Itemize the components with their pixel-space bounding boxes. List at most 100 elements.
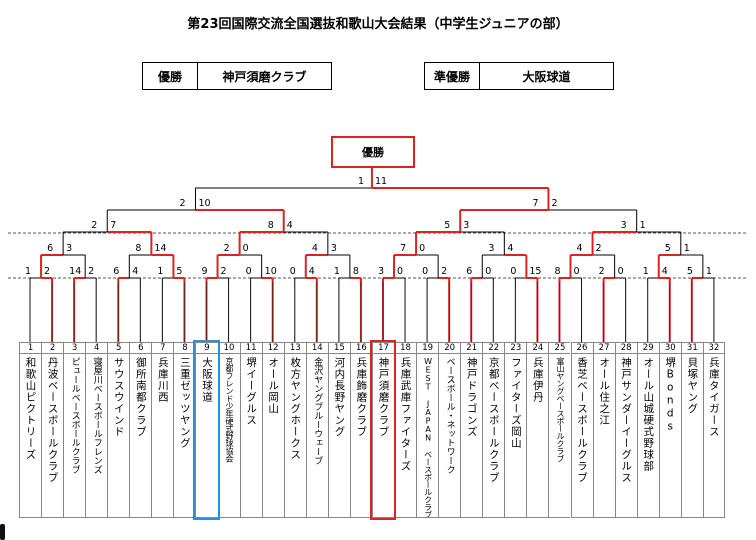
team-name: 貝塚ヤング — [686, 357, 699, 415]
team-name: 神戸ドラゴンズ — [465, 357, 478, 438]
score-right: 2 — [551, 198, 558, 209]
score-left: 6 — [47, 243, 54, 254]
team-number: 27 — [593, 343, 615, 354]
team-number: 31 — [681, 343, 703, 354]
team-name: 神戸須磨クラブ — [377, 357, 390, 438]
champion-box: 優勝 — [331, 136, 415, 168]
score-left: 2 — [223, 243, 230, 254]
team-cell: 12 オール岡山 — [261, 342, 284, 518]
score-left: 3 — [488, 243, 495, 254]
team-cell: 10 京都フレンド少年硬式野球協会 — [217, 342, 240, 518]
score-left: 9 — [201, 266, 208, 277]
team-name: ファイターズ岡山 — [509, 357, 522, 449]
page-title: 第23回国際交流全国選抜和歌山大会結果（中学生ジュニアの部） — [187, 17, 569, 32]
team-name: 香芝ベースボールクラブ — [576, 357, 589, 484]
team-number: 14 — [306, 343, 328, 354]
team-number: 22 — [483, 343, 505, 354]
score-left: 5 — [664, 243, 671, 254]
team-number: 12 — [262, 343, 284, 354]
team-number: 3 — [64, 343, 86, 354]
score-right: 15 — [529, 266, 542, 277]
team-name: 金沢ヤングブルーウェーブ — [312, 357, 323, 465]
team-number: 18 — [395, 343, 417, 354]
team-number: 25 — [549, 343, 571, 354]
score-right: 1 — [683, 243, 690, 254]
team-name: 御所南都クラブ — [134, 357, 147, 438]
team-number: 2 — [42, 343, 64, 354]
score-left: 7 — [400, 243, 407, 254]
team-name: オール住之江 — [598, 357, 611, 426]
team-number: 23 — [505, 343, 527, 354]
runner-up-label: 準優勝 — [425, 63, 480, 89]
score-left: 0 — [289, 266, 296, 277]
team-number: 19 — [417, 343, 439, 354]
score-right: 0 — [617, 266, 624, 277]
score-right: 1 — [639, 220, 646, 231]
scan-mark — [0, 524, 5, 540]
team-name: ベースボール・ネットワーク — [444, 357, 455, 474]
team-cell: 14 金沢ヤングブルーウェーブ — [305, 342, 328, 518]
team-cell: 9 大阪球道 — [193, 340, 220, 520]
team-name: オール山城硬式野球部 — [642, 357, 655, 472]
score-right: 11 — [374, 176, 388, 187]
score-left: 0 — [245, 266, 252, 277]
team-name: 大阪球道 — [200, 357, 213, 403]
team-number: 1 — [20, 343, 42, 354]
score-right: 3 — [463, 220, 470, 231]
team-name: サウスウインド — [112, 357, 125, 438]
score-right: 5 — [176, 266, 183, 277]
score-left: 8 — [135, 243, 142, 254]
score-left: 3 — [378, 266, 385, 277]
team-number: 6 — [130, 343, 152, 354]
team-name: 寝屋川ベースボールフレンズ — [91, 357, 102, 474]
score-right: 3 — [330, 243, 337, 254]
team-name: 兵庫川西 — [156, 357, 169, 403]
team-cell: 4 寝屋川ベースボールフレンズ — [85, 342, 108, 518]
winner-label: 優勝 — [143, 63, 198, 89]
score-right: 2 — [441, 266, 448, 277]
team-name: オール岡山 — [267, 357, 280, 415]
team-number: 10 — [218, 343, 240, 354]
score-right: 1 — [705, 266, 712, 277]
score-right: 4 — [661, 266, 668, 277]
team-cell: 27 オール住之江 — [592, 342, 615, 518]
score-right: 4 — [132, 266, 139, 277]
team-number: 4 — [86, 343, 108, 354]
score-left: 1 — [357, 176, 364, 187]
score-left: 8 — [267, 220, 274, 231]
team-name: 枚方ヤングホークス — [289, 357, 302, 461]
team-number: 8 — [174, 343, 196, 354]
team-name: 京都フレンド少年硬式野球協会 — [225, 357, 235, 462]
score-left: 0 — [422, 266, 429, 277]
score-left: 7 — [532, 198, 539, 209]
team-name: 兵庫飾磨クラブ — [355, 357, 368, 438]
score-left: 6 — [113, 266, 120, 277]
team-name: 富山ヤングベースボールクラブ — [555, 357, 565, 462]
team-name: 兵庫伊丹 — [531, 357, 544, 403]
team-number: 9 — [196, 343, 218, 354]
score-left: 2 — [179, 198, 186, 209]
score-left: 1 — [25, 266, 32, 277]
score-right: 0 — [419, 243, 426, 254]
score-right: 7 — [110, 220, 117, 231]
score-right: 4 — [507, 243, 514, 254]
score-left: 5 — [686, 266, 693, 277]
score-left: 4 — [311, 243, 318, 254]
score-left: 1 — [157, 266, 164, 277]
